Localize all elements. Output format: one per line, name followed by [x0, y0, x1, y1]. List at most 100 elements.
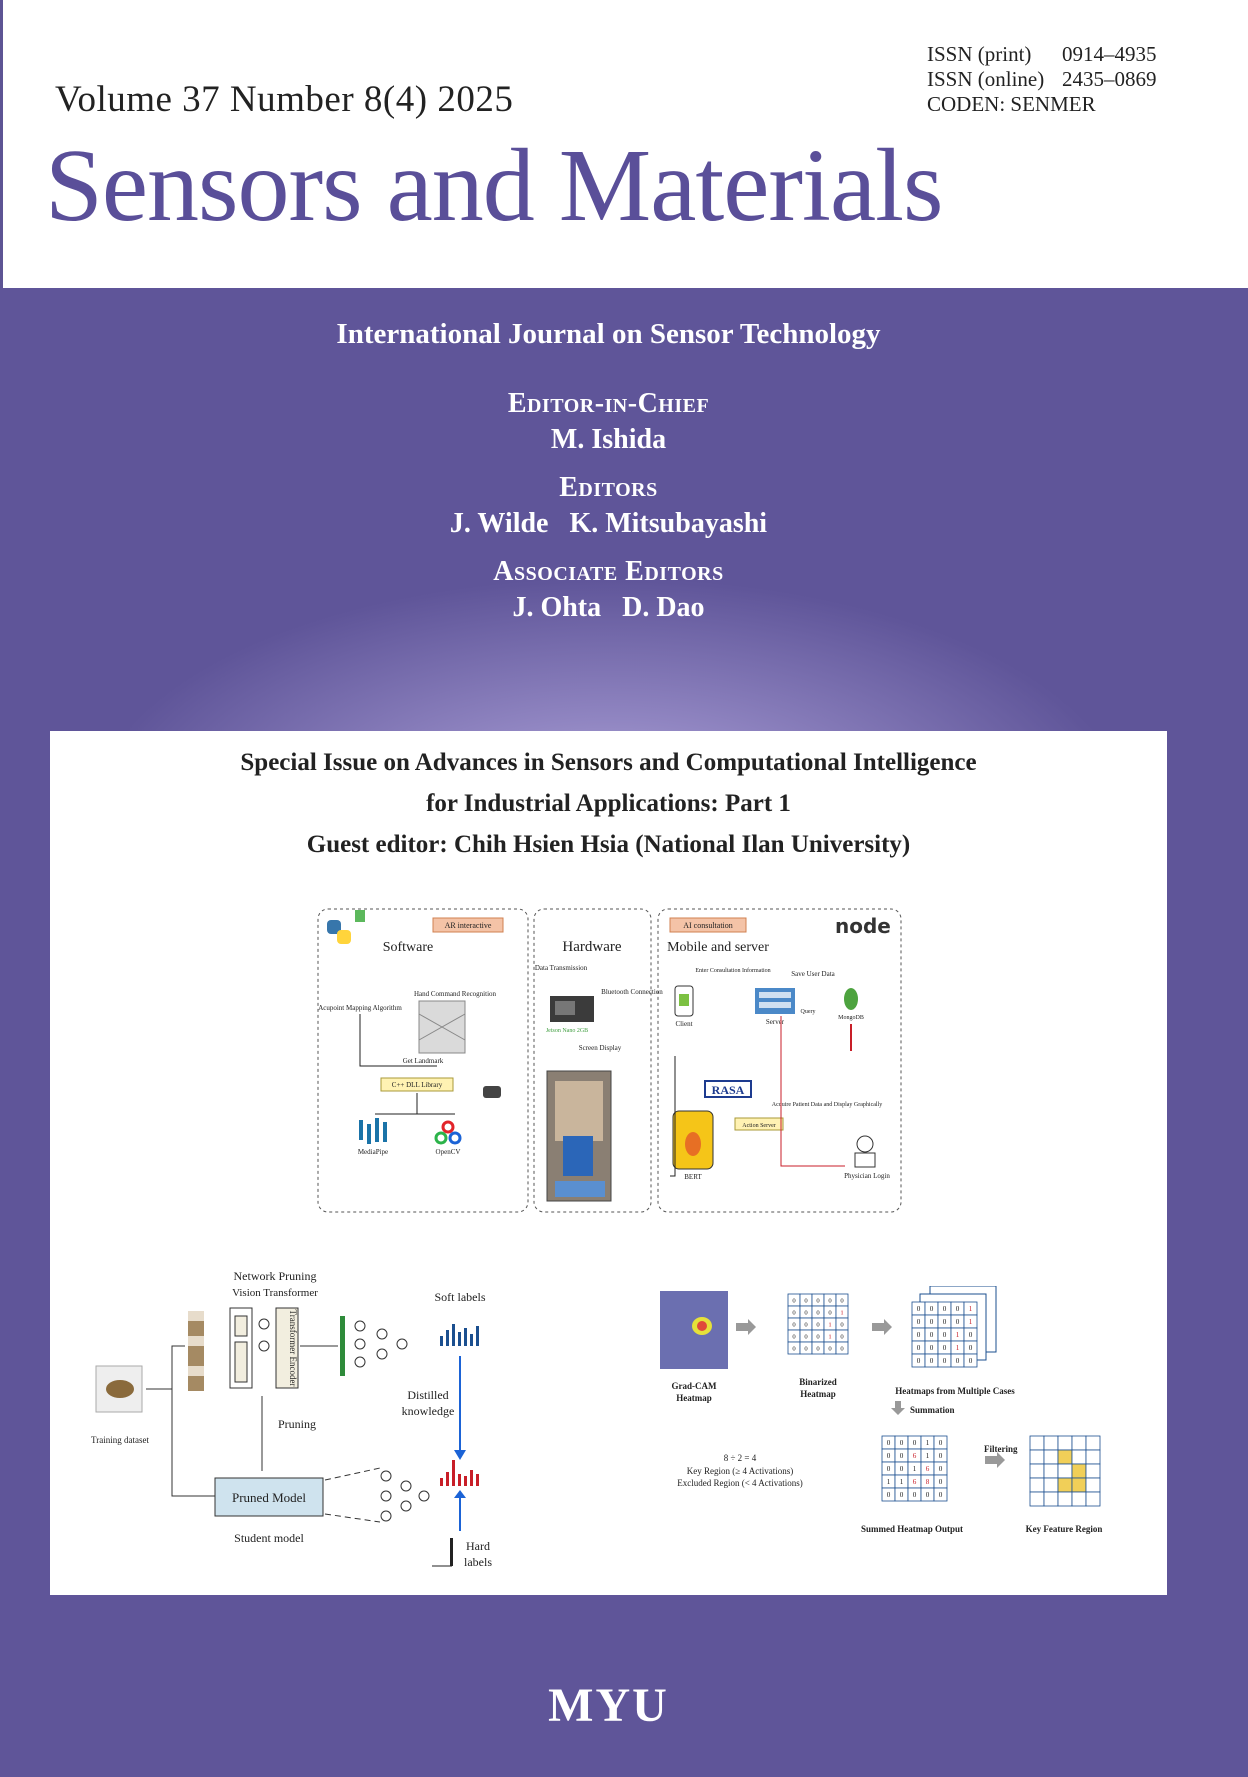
- teacher-network-icon: [354, 1320, 408, 1368]
- vision-transformer-label: Vision Transformer: [232, 1287, 318, 1299]
- grid-cell: [1085, 1449, 1101, 1465]
- hand-command-label: Hand Command Recognition: [414, 990, 497, 998]
- grid-value: 1: [956, 1331, 960, 1339]
- action-server-label: Action Server: [742, 1123, 776, 1129]
- grid-cell: [933, 1487, 948, 1502]
- grid-value: 0: [792, 1333, 796, 1340]
- server-label: Server: [766, 1018, 785, 1026]
- grid-cell: [1085, 1491, 1101, 1507]
- grid-cell: [1085, 1435, 1101, 1451]
- grid-value: 0: [816, 1321, 820, 1328]
- grid-value: 1: [926, 1452, 930, 1460]
- distilled-label: Distilled: [407, 1388, 448, 1402]
- grid-cell: [1057, 1463, 1073, 1479]
- grid-cell: [1043, 1463, 1059, 1479]
- grid-cell: [835, 1341, 849, 1355]
- grid-value: 0: [939, 1478, 943, 1486]
- grid-value: 0: [917, 1357, 921, 1365]
- grid-cell: [1029, 1491, 1045, 1507]
- grid-value: 0: [828, 1345, 832, 1352]
- grid-value: 8: [926, 1478, 930, 1486]
- opencv-label: OpenCV: [436, 1148, 461, 1156]
- training-dataset-image: [95, 1365, 143, 1413]
- pruned-model-label: Pruned Model: [232, 1490, 306, 1505]
- jetson-label: Jetson Nano 2GB: [546, 1028, 588, 1034]
- grid-value: 0: [804, 1309, 808, 1316]
- pruning-distillation-figure: Network Pruning Vision Transformer Trans…: [91, 1269, 492, 1569]
- grid-value: 0: [840, 1345, 844, 1352]
- student-network-icon: [380, 1470, 430, 1522]
- grid-value: 0: [887, 1491, 891, 1499]
- binarized-label-1: Binarized: [799, 1377, 837, 1387]
- mobile-server-label: Mobile and server: [667, 940, 769, 955]
- grid-value: 0: [840, 1321, 844, 1328]
- grid-value: 0: [816, 1297, 820, 1304]
- associate-editors-names: J. Ohta D. Dao: [512, 592, 705, 623]
- grid-value: 0: [943, 1305, 947, 1313]
- grid-value: 0: [943, 1357, 947, 1365]
- grid-value: 0: [887, 1452, 891, 1460]
- software-label: Software: [383, 940, 434, 955]
- student-output-bars: [440, 1460, 479, 1486]
- editor-in-chief-label: Editor-in-Chief: [507, 388, 710, 419]
- coden: CODEN: SENMER: [927, 92, 1096, 116]
- transformer-encoder-label: Transformer Encoder: [288, 1310, 298, 1387]
- grid-value: 0: [939, 1439, 943, 1447]
- grid-cell: [1057, 1477, 1073, 1493]
- bert-mascot-icon: [672, 1110, 714, 1170]
- grid-cell: [1029, 1435, 1045, 1451]
- grid-value: 0: [913, 1439, 917, 1447]
- ai-consultation-tag: AI consultation: [683, 921, 733, 930]
- grid-value: 0: [969, 1357, 973, 1365]
- grid-value: 0: [840, 1333, 844, 1340]
- grid-value: 0: [792, 1297, 796, 1304]
- editor-in-chief-name: M. Ishida: [550, 424, 667, 455]
- gradcam-label-1: Grad-CAM: [672, 1381, 717, 1391]
- grid-value: 0: [930, 1305, 934, 1313]
- grid-value: 0: [887, 1465, 891, 1473]
- grid-cell: [1043, 1449, 1059, 1465]
- grid-value: 0: [956, 1357, 960, 1365]
- grid-value: 0: [917, 1305, 921, 1313]
- labels-label: labels: [464, 1555, 492, 1569]
- grid-value: 6: [913, 1478, 917, 1486]
- grid-value: 0: [926, 1491, 930, 1499]
- grid-cell: [1043, 1477, 1059, 1493]
- grid-value: 0: [917, 1318, 921, 1326]
- screen-display-label: Screen Display: [579, 1044, 622, 1052]
- grid-value: 0: [930, 1357, 934, 1365]
- grid-value: 0: [969, 1344, 973, 1352]
- hardware-label: Hardware: [562, 939, 621, 955]
- grid-value: 0: [804, 1345, 808, 1352]
- grid-value: 0: [887, 1439, 891, 1447]
- grid-value: 1: [926, 1439, 930, 1447]
- grid-cell: [1043, 1435, 1059, 1451]
- jetson-board-icon: [550, 996, 594, 1022]
- volume-label: Volume 37 Number 8(4) 2025: [55, 79, 514, 120]
- grid-value: 0: [900, 1491, 904, 1499]
- summed-output-label: Summed Heatmap Output: [861, 1524, 963, 1534]
- grid-value: 0: [792, 1321, 796, 1328]
- grid-cell: [1029, 1449, 1045, 1465]
- grid-cell: [1071, 1463, 1087, 1479]
- grid-cell: [1071, 1435, 1087, 1451]
- grid-value: 0: [792, 1309, 796, 1316]
- grid-cell: [1085, 1463, 1101, 1479]
- grid-value: 0: [804, 1333, 808, 1340]
- grid-cell: [1057, 1491, 1073, 1507]
- mongodb-label: MongoDB: [838, 1015, 864, 1021]
- grid-cell: [1029, 1477, 1045, 1493]
- grid-value: 1: [913, 1465, 917, 1473]
- grid-value: 0: [917, 1344, 921, 1352]
- grid-cell: [1057, 1449, 1073, 1465]
- image-patch-strip: [188, 1311, 204, 1391]
- camera-view-image: [546, 1070, 612, 1202]
- network-pruning-label: Network Pruning: [234, 1269, 317, 1283]
- grid-value: 1: [828, 1333, 831, 1340]
- soft-labels-bars: [440, 1324, 479, 1346]
- grid-value: 0: [943, 1331, 947, 1339]
- grid-value: 1: [840, 1309, 843, 1316]
- grid-value: 0: [930, 1344, 934, 1352]
